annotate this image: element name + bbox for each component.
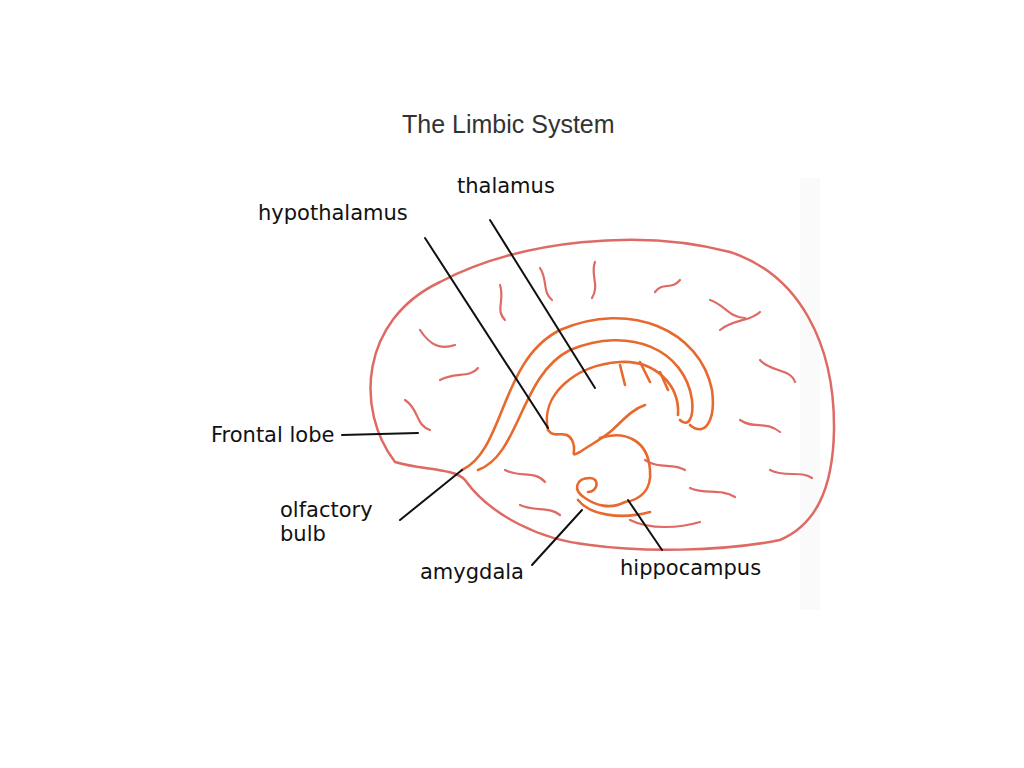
- panel-edge: [800, 178, 820, 610]
- leader-line: [490, 220, 595, 388]
- leader-line: [425, 238, 548, 428]
- leader-lines: [342, 220, 662, 565]
- part-label: thalamus: [457, 174, 555, 198]
- leader-line: [400, 470, 462, 520]
- leader-line: [532, 510, 582, 565]
- leader-line: [628, 500, 662, 550]
- limbic-structures: [462, 318, 713, 516]
- part-label: olfactory bulb: [280, 498, 390, 546]
- brain-outline: [371, 240, 835, 550]
- leader-line: [342, 433, 418, 435]
- part-label: hippocampus: [620, 556, 761, 580]
- diagram-title: The Limbic System: [402, 110, 615, 139]
- part-label: amygdala: [420, 560, 524, 584]
- part-label: Frontal lobe: [211, 423, 334, 447]
- part-label: hypothalamus: [258, 201, 408, 225]
